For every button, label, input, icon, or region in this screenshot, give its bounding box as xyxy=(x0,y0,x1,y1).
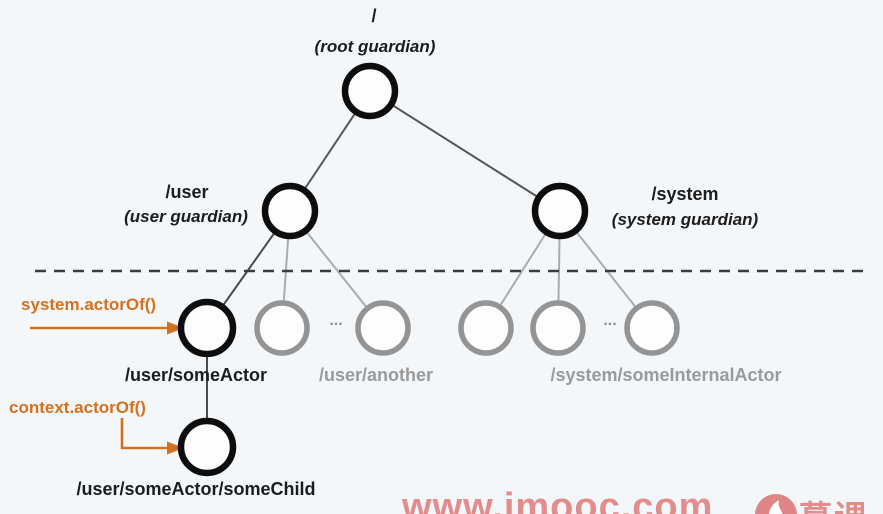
context-actorof-arrow xyxy=(120,418,169,450)
watermark-url: www.imooc.com xyxy=(402,486,714,514)
user-another-node xyxy=(355,300,411,356)
another-actor-path-label: /user/another xyxy=(318,365,434,385)
system-child-node-2 xyxy=(530,300,586,356)
system-actorof-arrowhead-icon xyxy=(167,321,184,335)
system-guardian-node xyxy=(531,182,589,240)
user-children-ellipsis: ... xyxy=(329,312,343,329)
some-child-path-label: /user/someActor/someChild xyxy=(76,479,316,499)
context-actorof-label: context.actorOf() xyxy=(9,398,146,417)
some-actor-path-label: /user/someActor xyxy=(124,365,268,385)
system-actorof-label: system.actorOf() xyxy=(21,295,157,314)
root-path-label: / xyxy=(371,6,377,26)
user-guardian-caption: (user guardian) xyxy=(124,207,248,226)
user-guardian-node xyxy=(261,182,319,240)
context-actorof-arrowhead-icon xyxy=(167,441,184,455)
root-guardian-caption: (root guardian) xyxy=(314,37,436,56)
root-guardian-node xyxy=(341,62,399,120)
user-path-label: /user xyxy=(165,182,209,202)
system-path-label: /system xyxy=(651,184,719,204)
some-child-node xyxy=(177,417,237,477)
system-child-node-1 xyxy=(458,300,514,356)
edge-root-system xyxy=(369,90,561,212)
watermark-brand: 慕课网 xyxy=(799,491,883,514)
system-guardian-caption: (system guardian) xyxy=(611,210,759,229)
some-actor-node xyxy=(177,298,237,358)
internal-actor-path-label: /system/someInternalActor xyxy=(550,365,782,385)
system-children-ellipsis: ... xyxy=(603,312,617,329)
user-child-node xyxy=(254,300,310,356)
system-internal-actor-node xyxy=(624,300,680,356)
imooc-logo-icon xyxy=(755,494,797,514)
